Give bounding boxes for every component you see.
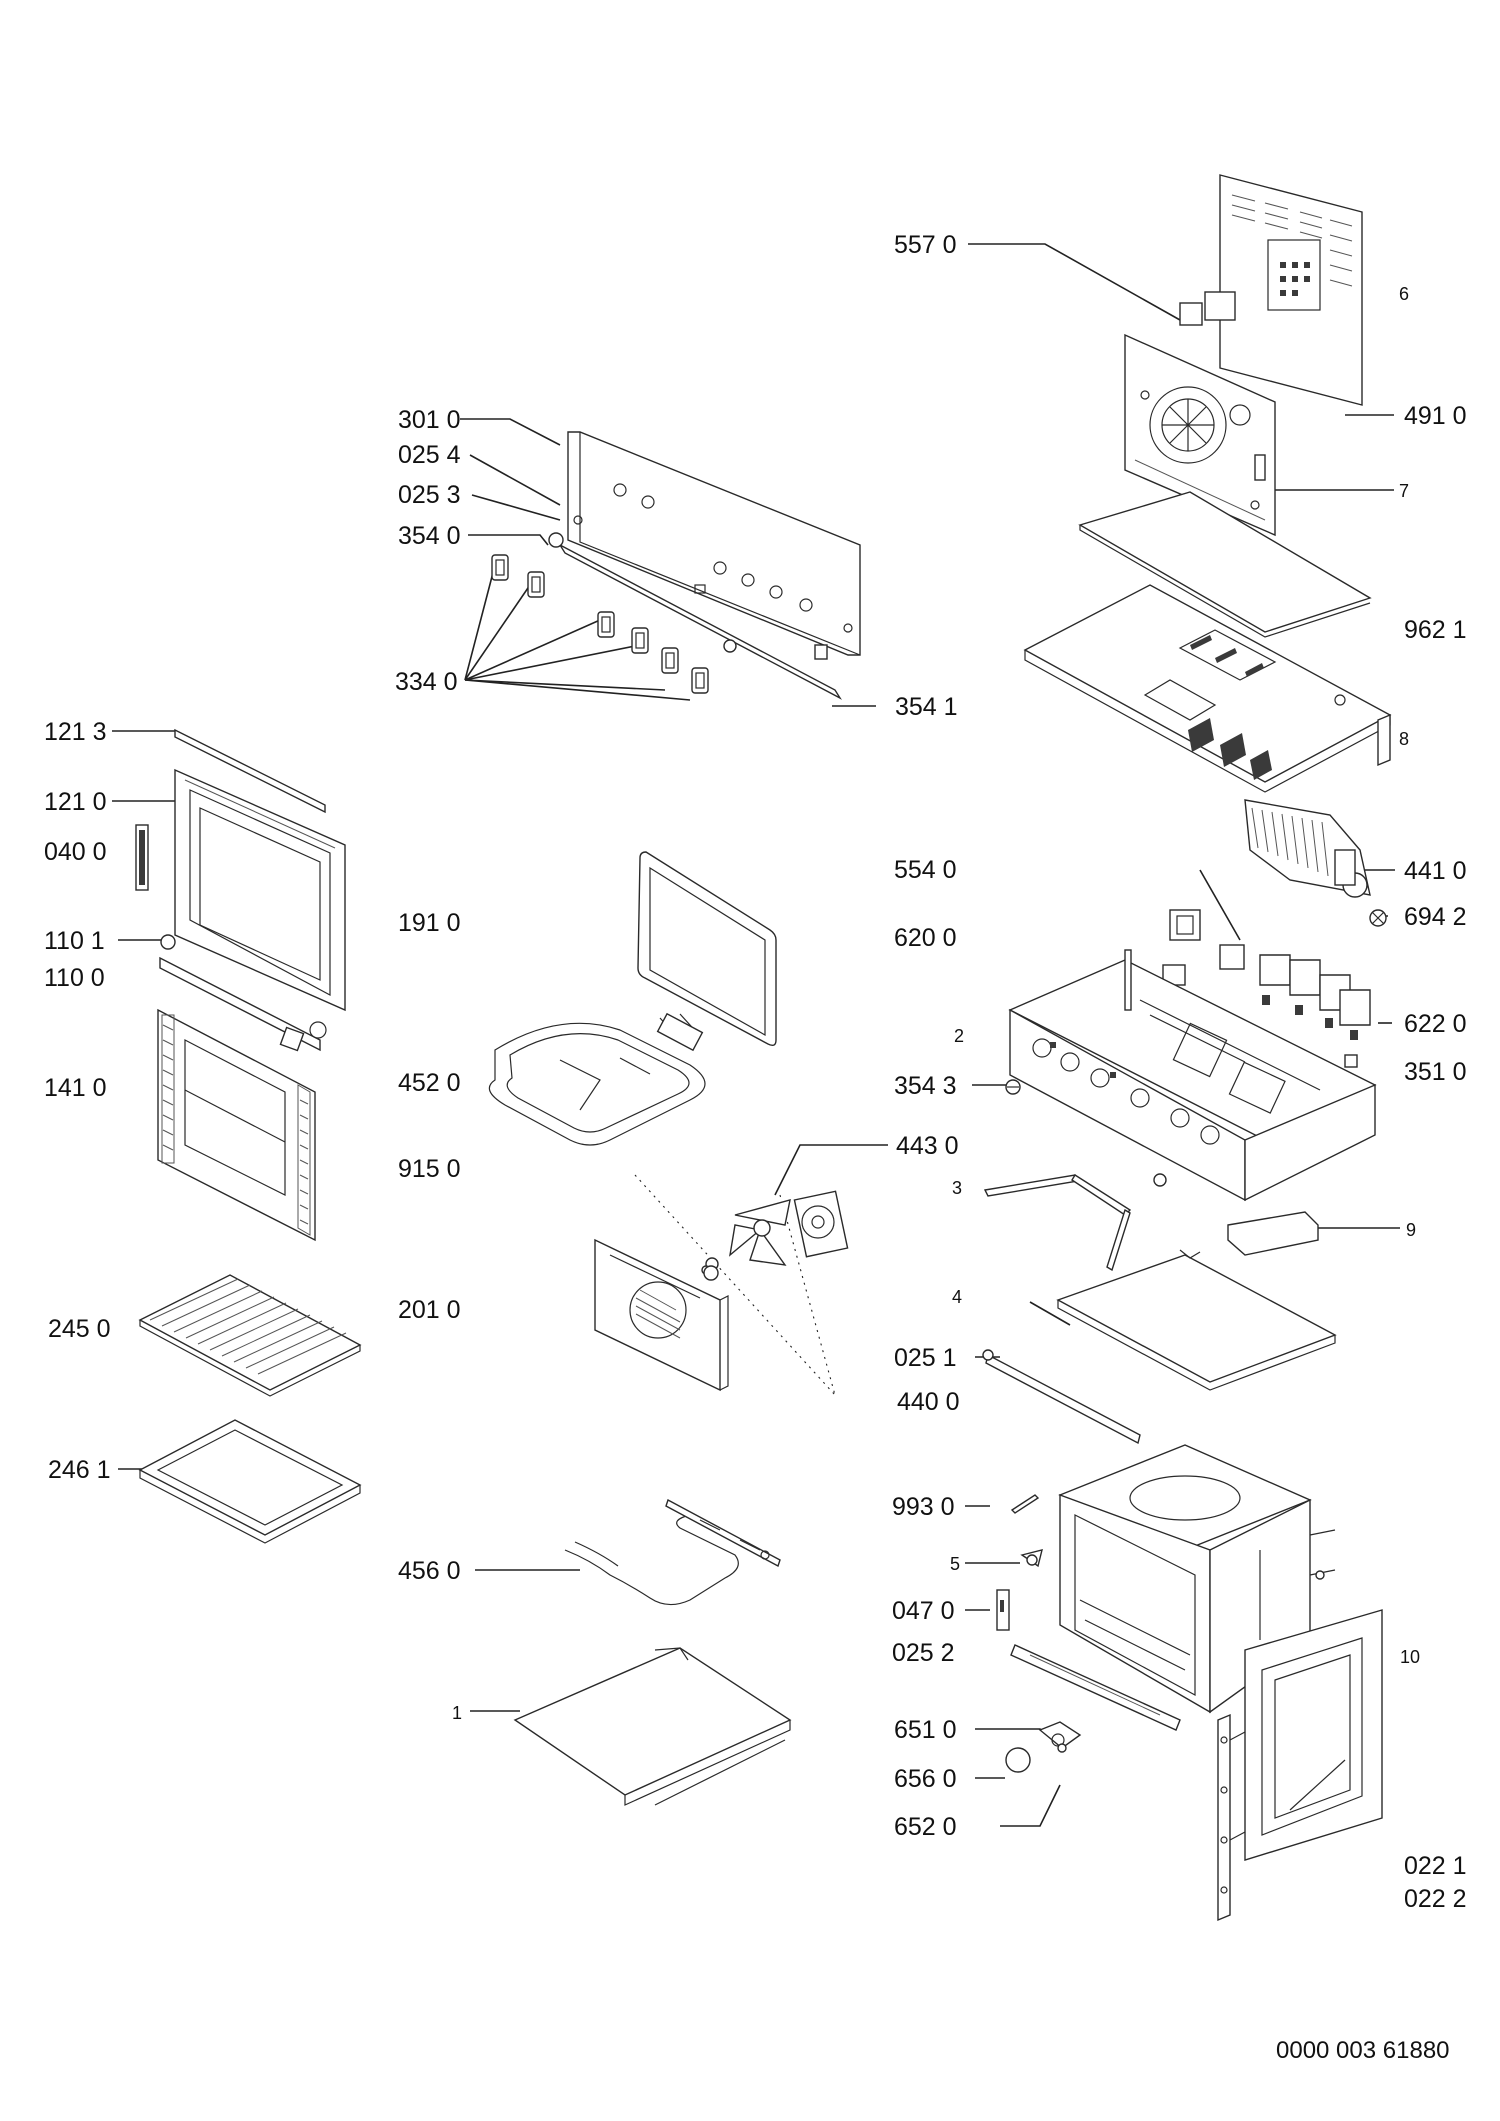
part-label: 025 3 (398, 481, 461, 509)
control-bracket (1227, 1211, 1319, 1256)
door-bottom-profile (159, 956, 327, 1052)
relay-board (1162, 909, 1245, 986)
part-label: 2 (954, 1026, 964, 1046)
part-label: 5 (950, 1554, 960, 1574)
part-label: 7 (1399, 481, 1409, 501)
part-label: 622 0 (1404, 1010, 1467, 1038)
part-labels: 557 0 6 491 0 7 962 1 8 301 0 025 4 025 … (44, 231, 1467, 2064)
front-bottom-strip (982, 1349, 1141, 1445)
part-label: 110 1 (44, 927, 105, 955)
part-label: 694 2 (1404, 903, 1467, 931)
part-label: 4 (952, 1287, 962, 1307)
part-label: 1 (452, 1703, 462, 1723)
part-label: 452 0 (398, 1069, 461, 1097)
part-label: 246 1 (48, 1456, 111, 1484)
small-bracket (996, 1589, 1010, 1631)
part-label: 025 4 (398, 441, 461, 469)
fan-foot-clip (1369, 909, 1387, 927)
control-knobs (491, 554, 709, 694)
part-label: 354 0 (398, 522, 461, 550)
document-number: 0000 003 61880 (1276, 2037, 1450, 2064)
oven-cavity (1058, 1444, 1336, 1714)
part-label: 022 2 (1404, 1885, 1467, 1913)
front-frame (1217, 1609, 1383, 1922)
chassis-screw (1005, 1079, 1021, 1095)
part-label: 047 0 (892, 1597, 955, 1625)
oven-chassis (1008, 949, 1377, 1202)
part-label: 351 0 (1404, 1058, 1467, 1086)
part-label: 651 0 (894, 1716, 957, 1744)
rear-fan-guard (594, 1238, 729, 1392)
part-label: 022 1 (1404, 1852, 1467, 1880)
part-label: 301 0 (398, 406, 461, 434)
part-label: 962 1 (1404, 616, 1467, 644)
part-label: 3 (952, 1178, 962, 1198)
cavity-bottom-rail (1010, 1644, 1181, 1731)
part-label: 440 0 (897, 1388, 960, 1416)
part-label: 557 0 (894, 231, 957, 259)
bottom-heating-element (564, 1498, 781, 1606)
top-cover-tray (1023, 584, 1392, 793)
part-label: 354 1 (895, 693, 958, 721)
sensor-probe (1010, 1494, 1040, 1514)
door-small-clip (160, 934, 176, 950)
fan-motor (728, 1190, 849, 1266)
part-label: 025 2 (892, 1639, 955, 1667)
part-label: 121 3 (44, 718, 107, 746)
insulation-strip (1078, 491, 1372, 638)
part-label: 334 0 (395, 668, 458, 696)
top-heating-element (488, 1012, 706, 1146)
side-rail-bracket (983, 1174, 1132, 1272)
door-glass-panel (157, 1008, 316, 1242)
part-label: 915 0 (398, 1155, 461, 1183)
terminal-block (1259, 954, 1371, 1040)
door-hinge (135, 824, 149, 891)
part-label: 441 0 (1404, 857, 1467, 885)
part-label: 620 0 (894, 924, 957, 952)
part-label: 354 3 (894, 1072, 957, 1100)
oven-bottom-panel (513, 1647, 792, 1806)
part-label: 201 0 (398, 1296, 461, 1324)
part-label: 656 0 (894, 1765, 957, 1793)
part-label: 554 0 (894, 856, 957, 884)
part-label: 245 0 (48, 1315, 111, 1343)
oven-top-plate (1056, 1249, 1337, 1391)
part-label: 8 (1399, 729, 1409, 749)
wire-shelf (138, 1274, 362, 1397)
part-label: 456 0 (398, 1557, 461, 1585)
part-label: 652 0 (894, 1813, 957, 1841)
rear-cover-panel (1179, 174, 1363, 406)
part-label: 6 (1399, 284, 1409, 304)
leader-lines (112, 243, 1400, 1827)
cooling-fan (1244, 799, 1371, 898)
part-label: 141 0 (44, 1074, 107, 1102)
oven-light-glass (637, 851, 777, 1047)
part-label: 10 (1400, 1647, 1420, 1667)
part-label: 025 1 (894, 1344, 957, 1372)
door-frame (174, 768, 346, 1012)
fan-nut (703, 1265, 719, 1281)
part-label: 110 0 (44, 964, 105, 992)
lamp-assembly (1005, 1721, 1082, 1773)
part-label: 491 0 (1404, 402, 1467, 430)
lamp-socket (1020, 1549, 1043, 1568)
part-label: 443 0 (896, 1132, 959, 1160)
control-panel-strips (548, 532, 842, 700)
control-panel (567, 431, 861, 656)
part-label: 993 0 (892, 1493, 955, 1521)
door-top-strip (174, 728, 326, 814)
fan-cover-plate (1124, 333, 1276, 537)
baking-tray (138, 1419, 362, 1544)
part-label: 121 0 (44, 788, 107, 816)
part-label: 9 (1406, 1220, 1416, 1240)
part-label: 040 0 (44, 838, 107, 866)
part-label: 191 0 (398, 909, 461, 937)
